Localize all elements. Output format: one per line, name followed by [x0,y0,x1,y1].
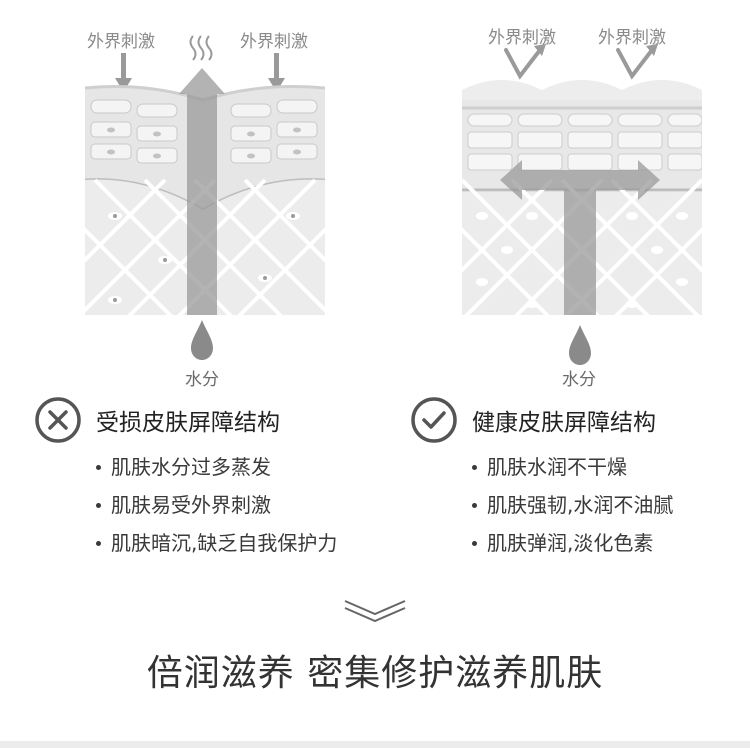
healthy-skin-diagram: 外界刺激 外界刺激 [462,20,702,390]
damaged-skin-text: 受损皮肤屏障结构 肌肤水分过多蒸发 肌肤易受外界刺激 肌肤暗沉,缺乏自我保护力 [34,396,337,562]
bottom-divider [0,741,750,748]
water-retention-arrow [500,160,660,315]
stimulus-label-left-2: 外界刺激 [240,32,308,52]
healthy-skin-text: 健康皮肤屏障结构 肌肤水润不干燥 肌肤强韧,水润不油腻 肌肤弹润,淡化色素 [410,396,673,562]
stimulus-label-left-1: 外界刺激 [87,32,155,52]
check-circle-icon [411,397,457,443]
slogan: 倍润滋养 密集修护滋养肌肤 [146,653,604,694]
stimulus-label-right-2: 外界刺激 [598,28,666,48]
water-label-left: 水分 [185,370,219,390]
damaged-skin-illustration [85,35,325,360]
stimulus-label-right-1: 外界刺激 [488,28,556,48]
water-drop-icon [191,320,213,360]
damaged-skin-title: 受损皮肤屏障结构 [96,410,280,436]
healthy-skin-heading: 健康皮肤屏障结构 [410,396,673,444]
damaged-skin-bullets: 肌肤水分过多蒸发 肌肤易受外界刺激 肌肤暗沉,缺乏自我保护力 [96,448,337,562]
deflected-stimulus-arrows [504,48,654,80]
list-item: 肌肤易受外界刺激 [96,486,337,524]
cross-circle-icon [35,397,81,443]
evaporation-icon [189,35,213,61]
double-chevron-down-icon [344,600,406,623]
damaged-skin-heading: 受损皮肤屏障结构 [34,396,337,444]
list-item: 肌肤弹润,淡化色素 [472,524,673,562]
list-item: 肌肤暗沉,缺乏自我保护力 [96,524,337,562]
water-drop-icon [569,325,591,365]
healthy-skin-title: 健康皮肤屏障结构 [472,410,656,436]
damaged-skin-diagram: 外界刺激 外界刺激 [85,20,325,390]
healthy-skin-illustration [462,44,702,365]
list-item: 肌肤水分过多蒸发 [96,448,337,486]
water-label-right: 水分 [562,370,596,390]
list-item: 肌肤水润不干燥 [472,448,673,486]
healthy-skin-bullets: 肌肤水润不干燥 肌肤强韧,水润不油腻 肌肤弹润,淡化色素 [472,448,673,562]
list-item: 肌肤强韧,水润不油腻 [472,486,673,524]
stimulus-arrow-left [115,53,285,92]
water-loss-arrow [179,68,225,315]
